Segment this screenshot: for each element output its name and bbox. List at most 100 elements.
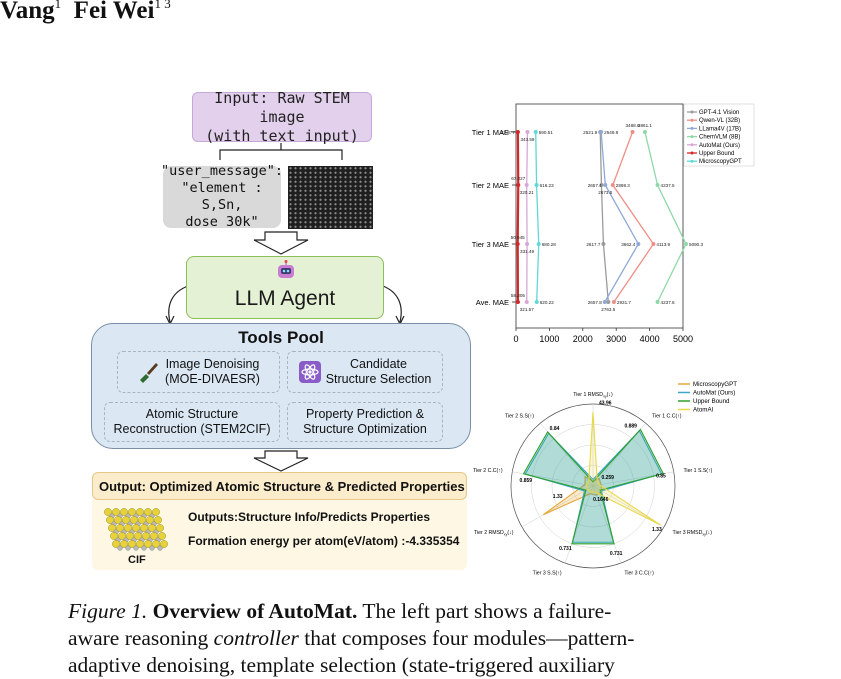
tool4-line-1: Property Prediction & [305, 407, 425, 421]
data-label: 2617.7 [586, 242, 600, 247]
radar-data-label: 0.859 [520, 478, 533, 484]
legend-label: MicroscopyGPT [693, 381, 737, 388]
figure-caption: Figure 1. Overview of AutoMat. The left … [68, 598, 828, 679]
data-point [525, 242, 530, 246]
x-tick-label: 4000 [640, 334, 660, 344]
data-label: 620.22 [540, 300, 554, 305]
radar-spoke [521, 485, 594, 528]
series-line [535, 131, 540, 303]
legend-marker [690, 159, 694, 163]
data-point [515, 130, 520, 134]
radar-data-label: 43.96 [599, 400, 612, 406]
crystal-atom [154, 516, 162, 524]
crystal-atom [120, 508, 128, 516]
data-label: 3488.6 [625, 123, 639, 128]
crystal-atom [136, 508, 144, 516]
tool-property-prediction: Property Prediction & Structure Optimiza… [287, 402, 443, 442]
caption-title: Overview of AutoMat. [152, 599, 358, 623]
caption-text-2a: aware reasoning [68, 626, 214, 650]
data-point [610, 183, 615, 187]
crystal-atom [150, 532, 158, 540]
crystal-atom [146, 516, 154, 524]
radar-spoke [592, 485, 622, 564]
output-title: Output: Optimized Atomic Structure & Pre… [99, 478, 465, 494]
radar-axis-label: Tier 2 S.S(↑) [505, 414, 534, 420]
tool1-line-1: Image Denoising [165, 357, 260, 371]
outputs-info: Outputs:Structure Info/Predicts Properti… [188, 510, 431, 524]
data-point [534, 183, 539, 187]
radar-axis-label: Tier 2 C.C(↑) [473, 468, 503, 474]
arrow-to-output [253, 450, 309, 472]
data-point [602, 300, 607, 304]
crystal-atom [114, 516, 122, 524]
llm-agent-label: LLM Agent [234, 286, 336, 310]
data-point [636, 242, 641, 246]
output-panel: CIF Outputs:Structure Info/Predicts Prop… [92, 500, 467, 570]
data-point [603, 183, 608, 187]
data-label: 50.945 [511, 235, 525, 240]
legend-label: AutoMat (Ours) [699, 143, 740, 149]
raw-stem-image [288, 166, 373, 229]
data-label: 2657.4 [588, 183, 602, 188]
crystal-atom [149, 545, 155, 551]
user-message-line-2: "element : S,Sn, [181, 180, 263, 213]
radar-spoke [592, 485, 665, 528]
radar-data-label: 0.259 [601, 475, 614, 481]
data-point [651, 242, 656, 246]
caption-text-2b: that composes four modules—pattern- [298, 626, 635, 650]
tool3-line-1: Atomic Structure [145, 407, 239, 421]
radar-data-label: 0.889 [624, 423, 637, 429]
legend-marker [690, 143, 694, 147]
data-label: 4237.5 [661, 183, 675, 188]
crystal-atom [104, 508, 112, 516]
tool-atomic-structure-reconstruction: Atomic Structure Reconstruction (STEM2CI… [104, 402, 280, 442]
crystal-atom [117, 545, 123, 551]
data-label: 2657.8 [588, 300, 602, 305]
data-point [599, 130, 604, 134]
data-point [655, 183, 660, 187]
caption-controller: controller [213, 626, 299, 650]
plot-frame [515, 103, 684, 329]
tool2-line-1: Candidate [349, 357, 407, 371]
data-point [536, 242, 541, 246]
crystal-atom [126, 532, 134, 540]
data-label: 320.21 [520, 190, 534, 195]
crystal-atom [128, 540, 136, 548]
data-label: 616.23 [540, 183, 554, 188]
legend-marker [690, 135, 694, 139]
legend-label: ChemVLM (8B) [699, 135, 740, 141]
radar-axis-label: Tier 1 RMSDxy(↓) [573, 392, 613, 399]
x-tick-label: 1000 [539, 334, 559, 344]
radar-axis-label-suffix: (↓) [507, 530, 513, 536]
radar-data-label: 0.1646 [593, 497, 609, 503]
arrow-agent-right [382, 285, 402, 323]
legend-marker [690, 110, 694, 114]
radar-series [522, 428, 665, 545]
legend-label: AutoMat (Ours) [693, 390, 735, 397]
y-tick-label: Tier 2 MAE [472, 181, 509, 190]
data-label: 3861.1 [638, 123, 652, 128]
crystal-atom [140, 524, 148, 532]
crystal-atom [125, 545, 131, 551]
radar-series [585, 412, 661, 526]
data-point [655, 300, 660, 304]
data-label: 321.57 [520, 307, 534, 312]
series-line [612, 131, 655, 303]
crystal-atom [132, 524, 140, 532]
user-message-line-1: "user_message": [161, 163, 283, 179]
author-affiliation-1: 1 [54, 0, 62, 11]
crystal-atom [112, 508, 120, 516]
data-label: 2673.5 [598, 190, 612, 195]
formation-energy: Formation energy per atom(eV/atom) :-4.3… [188, 534, 460, 548]
radar-data-label: 0.84 [550, 426, 560, 432]
radar-axis-label: Tier 3 S.S(↑) [533, 570, 562, 576]
data-label: 590.51 [539, 130, 553, 135]
crystal-atom [130, 516, 138, 524]
radar-series [524, 429, 663, 543]
crystal-atom [106, 516, 114, 524]
split-bracket [219, 149, 343, 160]
crystal-atom [133, 545, 139, 551]
crystal-atom [160, 540, 168, 548]
